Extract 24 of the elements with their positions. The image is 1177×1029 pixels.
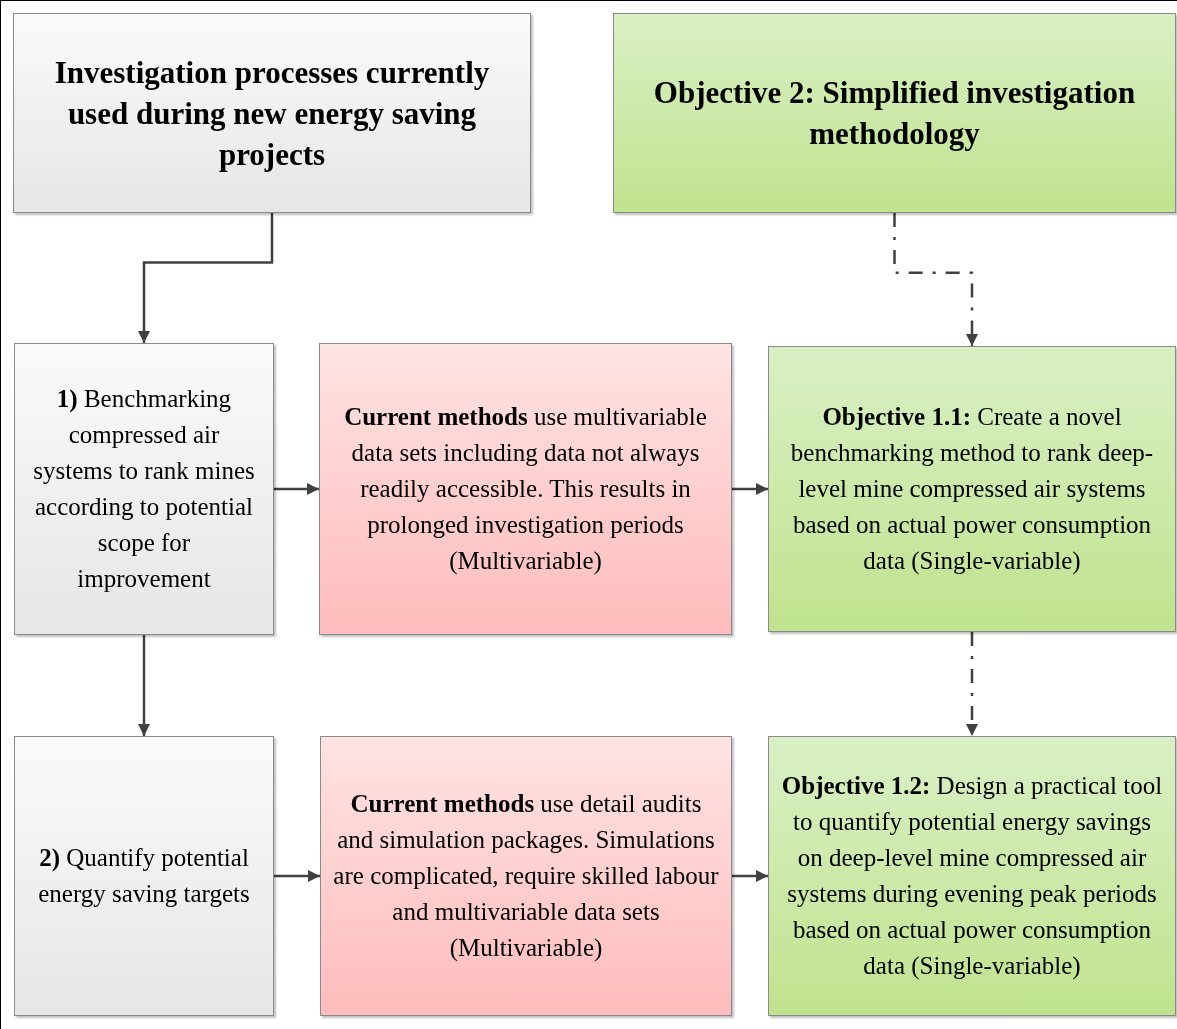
arrow: [893, 213, 979, 346]
process-box: [319, 343, 732, 635]
box-text: Objective 2: Simplified investigation methodology: [652, 74, 1137, 153]
box-text: 2) Quantify potential energy saving targets: [37, 843, 251, 909]
process-box: [320, 736, 732, 1016]
box-text: Current methods use detail audits and simulation packages. Simulations are complicated, require skilled labour and multivariable data sets (Multivariable): [333, 789, 719, 963]
arrow: [732, 482, 768, 496]
arrow: [137, 213, 274, 343]
process-box: [768, 346, 1176, 632]
box-text: Investigation processes currently used during new energy saving projects: [53, 53, 491, 174]
process-box: [768, 736, 1176, 1016]
box-text: Objective 1.1: Create a novel benchmarking method to rank deep-level mine compressed air systems based on actual power consumption data (Single-variable): [789, 402, 1155, 577]
box-text: Objective 1.2: Design a practical tool to quantify potential energy savings on deep-level mine compressed air systems during evening peak periods based on actual power consumption data (Single-variable): [781, 771, 1163, 982]
box-text: 1) Benchmarking compressed air systems to rank mines according to potential scope for improvement: [33, 384, 255, 594]
arrow: [274, 482, 319, 496]
process-box: [613, 13, 1176, 213]
process-box: [13, 13, 531, 213]
process-box: [14, 343, 274, 635]
arrow: [137, 635, 151, 736]
arrow: [965, 632, 979, 736]
process-box: [14, 736, 274, 1016]
box-text: Current methods use multivariable data sets including data not always readily accessible. This results in prolonged investigation periods (Multivariable): [343, 402, 708, 577]
arrow: [274, 869, 320, 883]
arrow: [732, 869, 768, 883]
